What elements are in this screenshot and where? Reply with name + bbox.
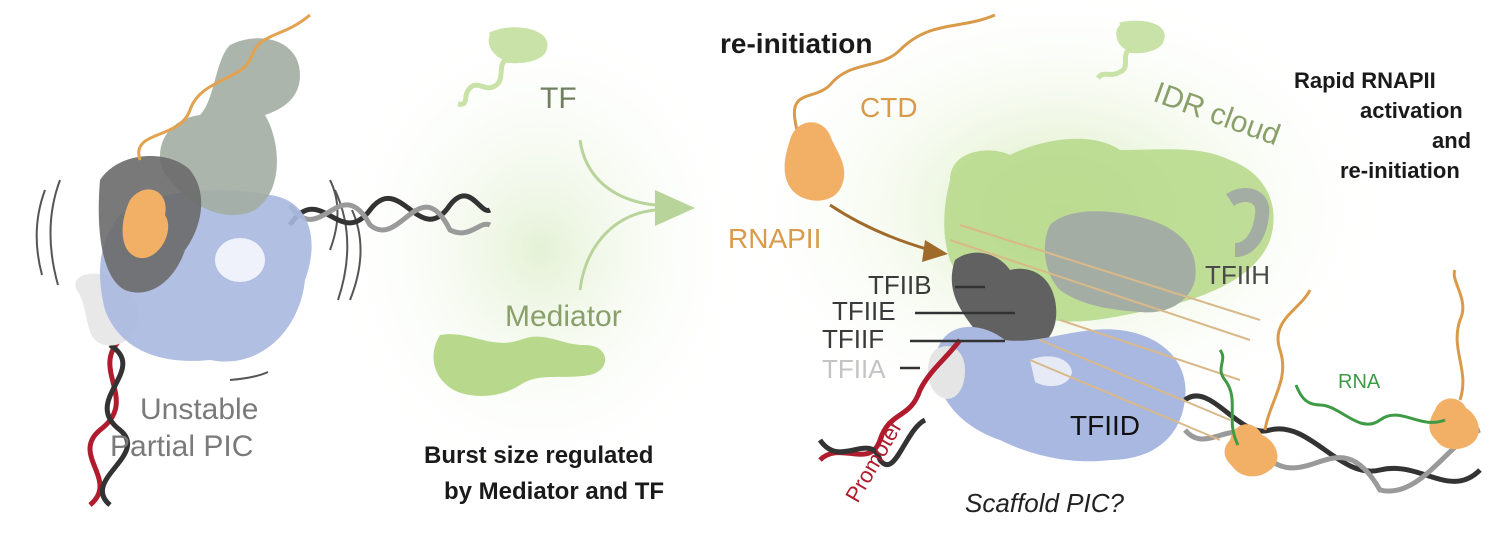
middle-glow bbox=[330, 10, 750, 490]
promoter-dna bbox=[818, 338, 962, 462]
rnapii-recruit-arrow bbox=[829, 203, 931, 252]
tf-arrow-curve bbox=[578, 139, 656, 207]
left-dna-bottom bbox=[87, 338, 122, 507]
rna-label: RNA bbox=[1338, 371, 1381, 393]
rnapii-label: RNAPII bbox=[728, 223, 822, 254]
tfiib-label: TFIIB bbox=[868, 270, 932, 300]
downstream-dna bbox=[1183, 393, 1482, 484]
scaffold-label: Scaffold PIC? bbox=[965, 488, 1124, 518]
note-line2: activation bbox=[1360, 98, 1463, 123]
main-arrow bbox=[495, 190, 695, 226]
rna-strand-1 bbox=[1218, 349, 1240, 446]
tfiia-shape bbox=[927, 346, 965, 399]
tfiibef-shape bbox=[951, 252, 1057, 352]
mediator-arrow-curve bbox=[578, 208, 656, 291]
caption-line1: Burst size regulated bbox=[424, 442, 654, 469]
caption-line2: by Mediator and TF bbox=[444, 478, 665, 505]
tfiia-label: TFIIA bbox=[822, 354, 886, 384]
unstable-label-line1: Unstable bbox=[140, 393, 259, 426]
note-line4: re-initiation bbox=[1340, 158, 1460, 183]
tf-label: TF bbox=[540, 82, 577, 115]
note-line3: and bbox=[1432, 128, 1472, 153]
tfiif-label: TFIIF bbox=[822, 324, 885, 354]
rnapii-elongating-1 bbox=[1224, 424, 1278, 477]
leader-lines bbox=[900, 285, 1015, 370]
rnapii-elongating-2 bbox=[1429, 398, 1479, 450]
tfiid-shape bbox=[935, 326, 1186, 462]
unstable-pic-illustration bbox=[35, 13, 492, 507]
rna-strand-2 bbox=[1294, 384, 1446, 426]
note-line1: Rapid RNAPII bbox=[1294, 68, 1436, 93]
rnapii-free bbox=[784, 122, 845, 201]
tfiie-label: TFIIE bbox=[832, 296, 896, 326]
tfiid-label: TFIID bbox=[1070, 410, 1140, 441]
tfiih-label: TFIIH bbox=[1205, 260, 1270, 290]
reinitiation-title: re-initiation bbox=[720, 28, 873, 59]
ctd-label: CTD bbox=[860, 92, 918, 123]
mediator-shape bbox=[433, 334, 606, 396]
mediator-label: Mediator bbox=[505, 300, 622, 333]
unstable-label-line2: Partial PIC bbox=[110, 430, 254, 463]
idr-lines bbox=[949, 224, 1261, 441]
tf-shape bbox=[457, 27, 548, 107]
